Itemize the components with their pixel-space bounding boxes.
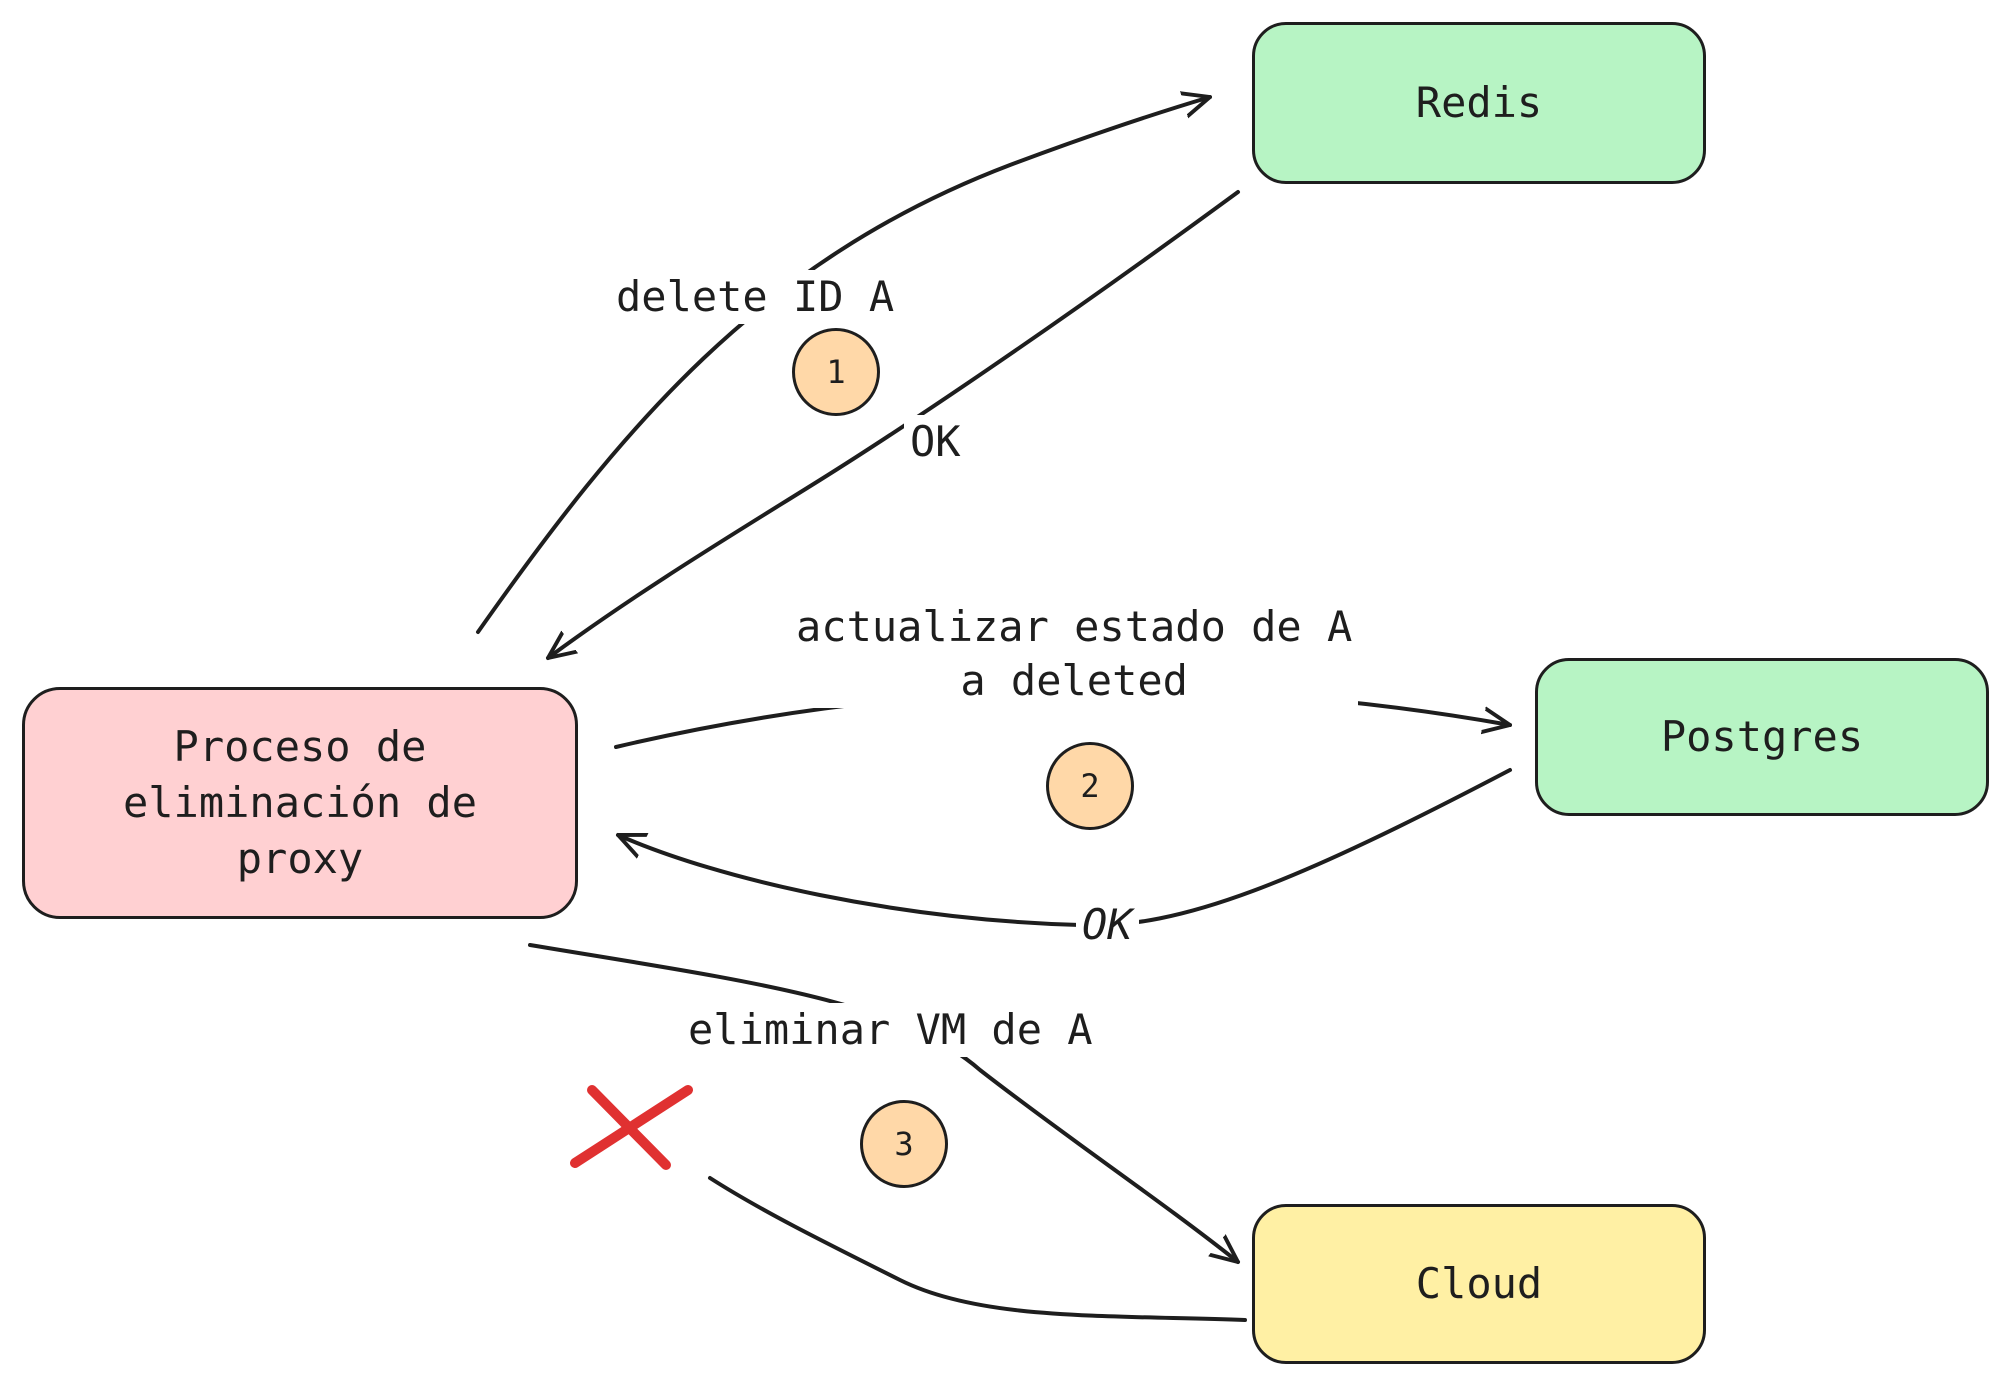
delete-edge-label: delete ID A — [610, 270, 901, 324]
arrow-redis-ok-to-process — [546, 190, 1240, 660]
step-badge-1: 1 — [792, 328, 880, 416]
postgres-ok-edge-label: OK — [1076, 898, 1139, 952]
postgres-node-label: Postgres — [1660, 712, 1864, 761]
arrow-vm-delete-to-cloud — [528, 943, 1240, 1264]
process-node-label: Proceso de eliminación de proxy — [122, 722, 477, 883]
redis-node: Redis — [1252, 22, 1706, 184]
step-badge-2: 2 — [1046, 742, 1134, 830]
step-badge-3-label: 3 — [894, 1125, 914, 1163]
arrow-delete-to-redis — [476, 97, 1212, 634]
failed-response-line — [708, 1176, 1247, 1322]
process-node: Proceso de eliminación de proxy — [22, 687, 578, 919]
update-edge-label: actualizar estado de A a deleted — [790, 600, 1359, 708]
cloud-node-label: Cloud — [1415, 1259, 1543, 1308]
postgres-node: Postgres — [1535, 658, 1989, 816]
step-badge-2-label: 2 — [1080, 767, 1100, 805]
step-badge-1-label: 1 — [826, 353, 846, 391]
cloud-node: Cloud — [1252, 1204, 1706, 1364]
cross-icon — [570, 1085, 693, 1170]
redis-ok-edge-label: OK — [904, 415, 967, 469]
vm-delete-edge-label: eliminar VM de A — [682, 1003, 1099, 1057]
step-badge-3: 3 — [860, 1100, 948, 1188]
redis-node-label: Redis — [1415, 78, 1543, 127]
